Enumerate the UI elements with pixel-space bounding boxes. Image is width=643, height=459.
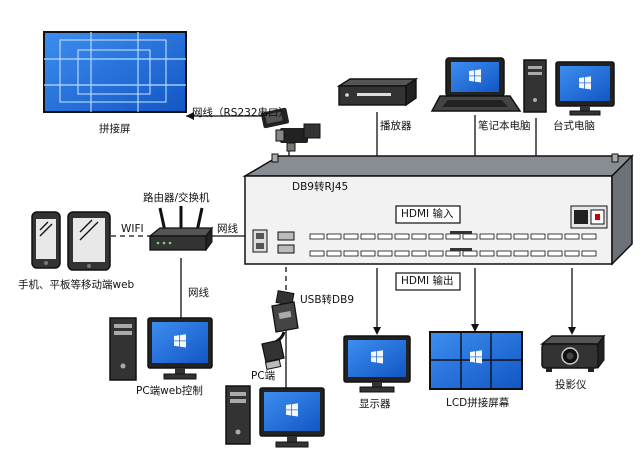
wifi-label: WIFI bbox=[121, 223, 144, 235]
media-player-icon bbox=[336, 77, 419, 107]
projector-label: 投影仪 bbox=[555, 379, 587, 391]
pc-web-control-label: PC端web控制 bbox=[136, 385, 203, 397]
usb-db9-cable-icon bbox=[261, 290, 299, 370]
lcd-wall-label: LCD拼接屏幕 bbox=[446, 397, 510, 409]
video-wall-icon bbox=[43, 31, 187, 113]
hdmi-input-label: HDMI 输入 bbox=[401, 208, 454, 220]
hdmi-output-label-box bbox=[395, 272, 461, 291]
laptop-icon bbox=[430, 57, 522, 112]
hdmi-output-label: HDMI 输出 bbox=[401, 275, 454, 287]
pc-web-control-icon bbox=[109, 317, 213, 381]
desktop-label: 台式电脑 bbox=[553, 120, 595, 132]
router-icon bbox=[148, 206, 214, 252]
phone-icon bbox=[31, 211, 61, 269]
pc-side-label: PC端 bbox=[251, 370, 276, 382]
router-label: 路由器/交换机 bbox=[143, 192, 210, 204]
mobile-label: 手机、平板等移动端web bbox=[18, 279, 135, 291]
rs232-adapter-icon bbox=[260, 107, 321, 152]
usb-db9-label: USB转DB9 bbox=[300, 294, 355, 306]
hdmi-output-ports bbox=[309, 250, 597, 257]
tablet-icon bbox=[67, 211, 111, 271]
video-wall-label: 拼接屏 bbox=[99, 123, 131, 135]
pc-side-icon bbox=[225, 385, 325, 448]
lcd-wall-icon bbox=[429, 331, 523, 390]
matrix-switcher-icon bbox=[242, 153, 634, 266]
network-rs232-label: 网线（RS232串口） bbox=[192, 107, 290, 119]
hdmi-input-ports bbox=[309, 233, 597, 240]
laptop-label: 笔记本电脑 bbox=[478, 120, 531, 132]
desktop-pc-icon bbox=[523, 59, 615, 116]
hdmi-input-label-box bbox=[395, 205, 461, 224]
db9-rj45-label: DB9转RJ45 bbox=[292, 181, 349, 193]
projector-icon bbox=[540, 334, 606, 372]
player-label: 播放器 bbox=[380, 120, 412, 132]
monitor-icon bbox=[343, 335, 411, 393]
network-router-matrix-label: 网线 bbox=[217, 223, 238, 235]
network-router-pc-label: 网线 bbox=[188, 287, 209, 299]
monitor-label: 显示器 bbox=[359, 398, 391, 410]
power-socket-icon bbox=[570, 205, 608, 229]
